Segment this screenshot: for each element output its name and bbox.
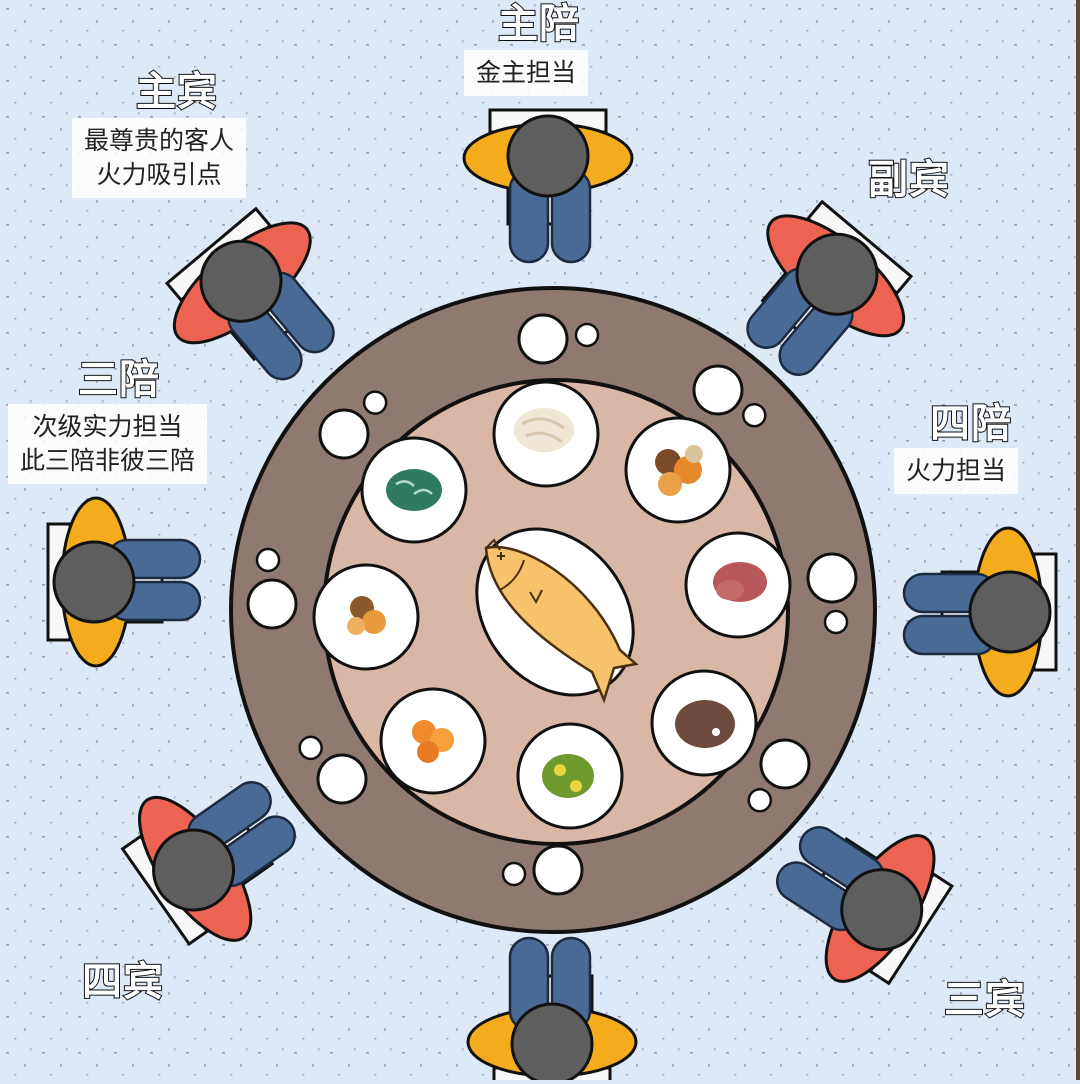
label-main-host-desc: 金主担当	[464, 50, 589, 96]
dish-braised-pork	[684, 531, 792, 639]
label-main-host-title: 主陪	[497, 1, 580, 47]
label-third-guest-title: 三宾	[943, 977, 1026, 1023]
dish-mushroom-stirfry	[624, 416, 732, 524]
dish-carrot-stirfry	[379, 687, 487, 795]
label-fourth-guest-title: 四宾	[81, 959, 164, 1005]
label-fourth-host-desc: 火力担当	[894, 448, 1019, 494]
dish-greens	[360, 436, 468, 544]
label-main-guest-title: 主宾	[135, 69, 218, 115]
dish-sliced-meat	[492, 380, 600, 488]
desc-line: 金主担当	[476, 58, 577, 87]
dish-mixed-stirfry	[312, 563, 420, 671]
desc-line: 最尊贵的客人	[84, 126, 235, 155]
dish-fish	[475, 527, 639, 704]
dishes	[312, 380, 792, 830]
dish-green-vegetable-stirfry	[516, 722, 624, 830]
label-third-host-title: 三陪	[77, 357, 160, 403]
dish-stewed-beef	[650, 669, 758, 777]
desc-line: 火力吸引点	[96, 160, 222, 189]
label-fourth-host-title: 四陪	[929, 401, 1012, 447]
image-edge	[1076, 0, 1080, 1080]
label-third-host-desc: 次级实力担当 此三陪非彼三陪	[8, 404, 208, 484]
desc-line: 次级实力担当	[32, 412, 183, 441]
label-main-guest-desc: 最尊贵的客人 火力吸引点	[72, 118, 247, 198]
label-second-guest-title: 副宾	[867, 157, 950, 203]
desc-line: 火力担当	[906, 456, 1007, 485]
desc-line: 此三陪非彼三陪	[20, 446, 196, 475]
